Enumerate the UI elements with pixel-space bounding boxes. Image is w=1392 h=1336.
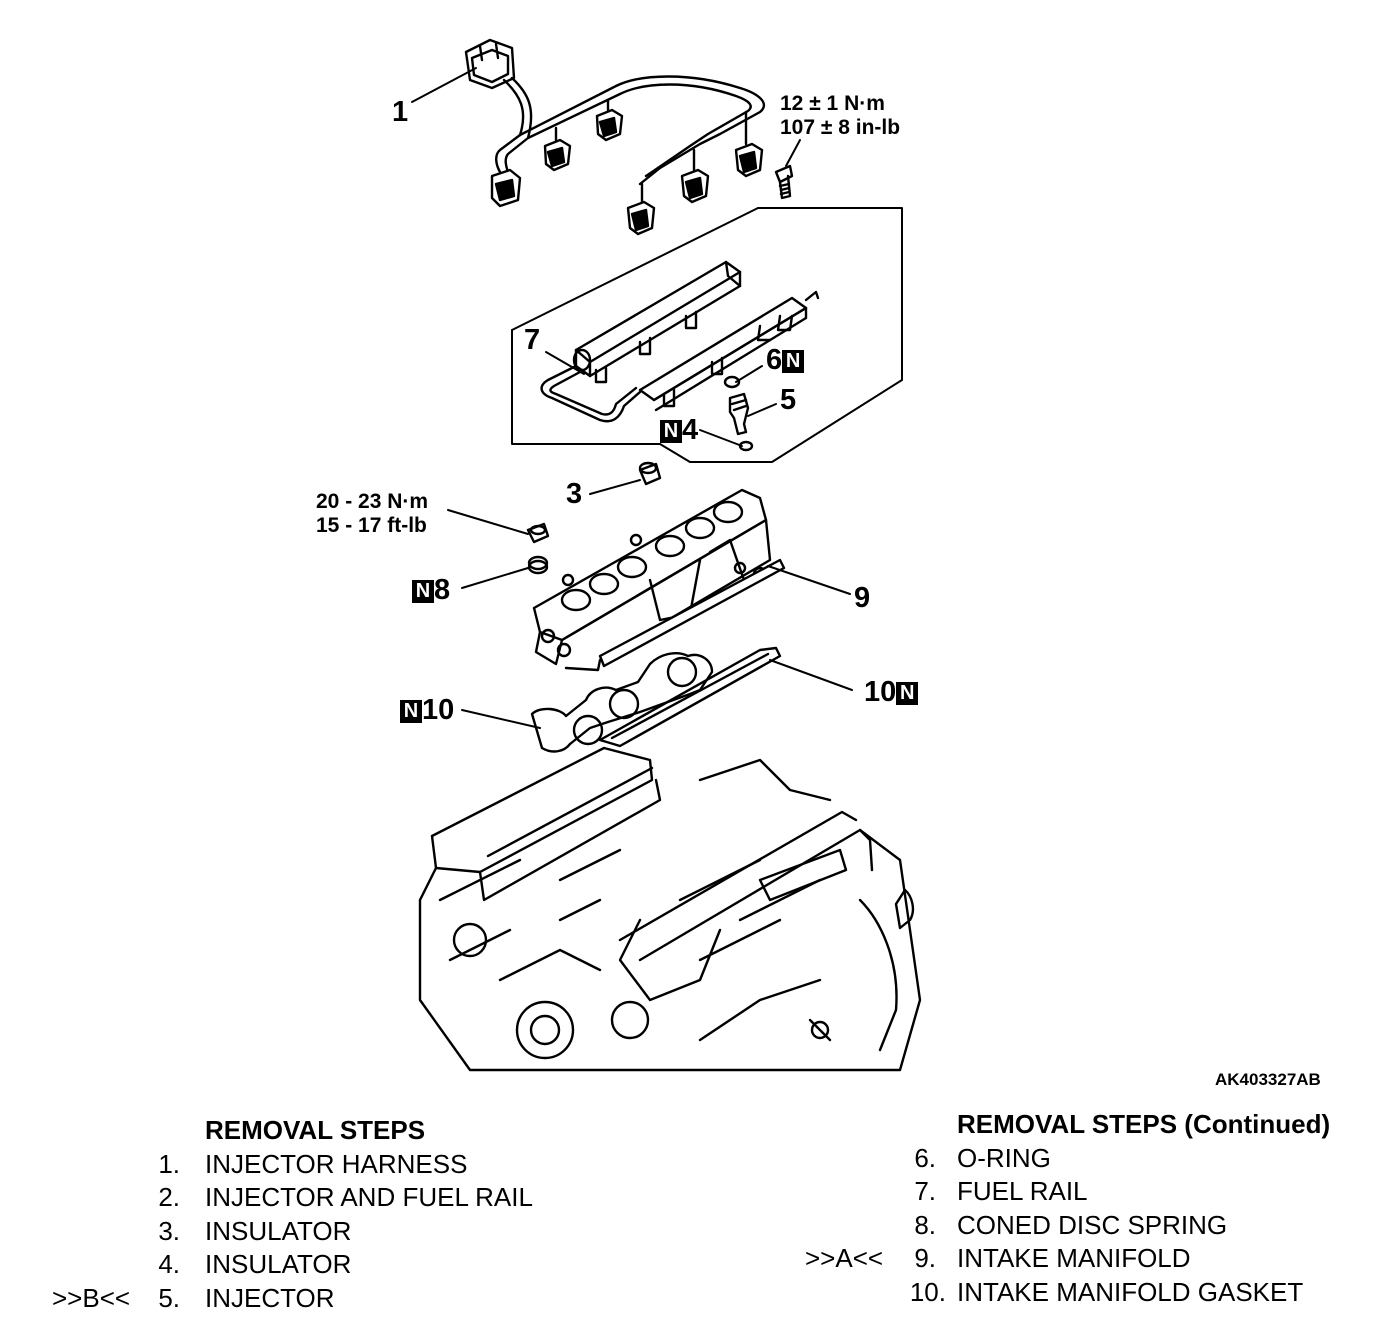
removal-steps-right: REMOVAL STEPS (Continued) 6. O-RING 7. FUE… <box>0 1108 1392 1309</box>
callout-3: 3 <box>566 478 583 510</box>
step-row: 8. CONED DISC SPRING <box>0 1209 1392 1243</box>
step-mark: >>A<< <box>805 1243 884 1273</box>
new-part-mark-10-right: N <box>896 682 919 705</box>
removal-steps-continued-heading: REMOVAL STEPS (Continued) <box>0 1108 1392 1142</box>
step-number: 5. <box>158 1282 180 1313</box>
step-text: INSULATOR <box>205 1249 352 1279</box>
step-row: 1. INJECTOR HARNESS <box>0 1148 700 1182</box>
heading-text: REMOVAL STEPS (Continued) <box>957 1109 1331 1139</box>
step-text: INJECTOR HARNESS <box>205 1148 468 1179</box>
step-row: 2. INJECTOR AND FUEL RAIL <box>0 1181 700 1215</box>
engine-block-drawing <box>418 746 922 1072</box>
step-text: INTAKE MANIFOLD GASKET <box>957 1276 1304 1307</box>
step-text: O-RING <box>957 1142 1051 1173</box>
step-row: 7. FUEL RAIL <box>0 1175 1392 1209</box>
intake-manifold-gasket-drawing <box>530 646 782 753</box>
step-text: INTAKE MANIFOLD <box>957 1243 1191 1273</box>
new-part-mark-8: N <box>412 580 434 603</box>
step-number: 3. <box>158 1215 180 1246</box>
figure-id: AK403327AB <box>1215 1070 1321 1089</box>
callout-5: 5 <box>780 384 797 416</box>
new-part-mark-10-left: N <box>400 700 422 723</box>
callout-10-right-number: 10 <box>864 676 897 708</box>
new-part-mark-6: N <box>782 350 805 373</box>
exploded-diagram <box>411 38 922 1072</box>
step-row: 4. INSULATOR <box>0 1248 700 1282</box>
step-number: 8. <box>914 1209 936 1240</box>
manifold-nut-drawing <box>526 522 550 544</box>
step-text: FUEL RAIL <box>957 1176 1088 1206</box>
step-row: >>A<< 9. INTAKE MANIFOLD <box>0 1242 1392 1276</box>
nut-torque-spec: 20 - 23 N·m 15 - 17 ft-lb <box>316 490 428 538</box>
bolt-torque-spec: 12 ± 1 N·m 107 ± 8 in-lb <box>780 92 900 140</box>
callout-6-number: 6 <box>766 344 783 376</box>
fuel-rail-drawing <box>540 260 820 423</box>
new-part-mark-4: N <box>660 420 682 443</box>
removal-steps-left: REMOVAL STEPS 1. INJECTOR HARNESS 2. INJEC… <box>0 1114 700 1315</box>
callout-9: 9 <box>854 582 871 614</box>
step-number: 9. <box>914 1243 936 1273</box>
nut-torque-nm: 20 - 23 N·m <box>316 490 429 513</box>
nut-torque-ftlb: 15 - 17 ft-lb <box>316 514 427 537</box>
step-text: CONED DISC SPRING <box>957 1209 1228 1240</box>
removal-steps-heading: REMOVAL STEPS <box>0 1114 700 1148</box>
step-mark: >>B<< <box>52 1282 131 1313</box>
bolt-torque-nm: 12 ± 1 N·m <box>780 92 885 115</box>
step-number: 6. <box>914 1142 936 1173</box>
step-row: 6. O-RING <box>0 1142 1392 1176</box>
step-number: 10. <box>909 1276 946 1307</box>
injector-harness-drawing <box>464 38 766 236</box>
bolt-torque-inlb: 107 ± 8 in-lb <box>780 116 901 139</box>
step-text: INJECTOR AND FUEL RAIL <box>205 1182 533 1212</box>
step-number: 1. <box>158 1148 180 1179</box>
coned-disc-spring-drawing <box>527 555 549 575</box>
o-ring-drawing <box>723 375 741 389</box>
injector-drawing <box>728 392 750 436</box>
insulator-3-drawing <box>638 461 662 486</box>
step-text: INSULATOR <box>205 1215 352 1246</box>
intake-manifold-drawing <box>532 488 786 672</box>
callout-4-number: 4 <box>682 414 699 446</box>
callout-7: 7 <box>524 324 541 356</box>
step-row: 10. INTAKE MANIFOLD GASKET <box>0 1276 1392 1310</box>
callout-1: 1 <box>392 96 409 128</box>
callout-8-number: 8 <box>434 574 451 606</box>
step-text: INJECTOR <box>205 1282 335 1313</box>
step-number: 2. <box>158 1182 180 1212</box>
step-number: 7. <box>914 1176 936 1206</box>
step-number: 4. <box>158 1249 180 1279</box>
callout-10-left-number: 10 <box>422 694 455 726</box>
step-row: >>B<< 5. INJECTOR <box>0 1282 700 1316</box>
harness-bolt-drawing <box>774 164 794 200</box>
heading-text: REMOVAL STEPS <box>205 1115 426 1145</box>
step-row: 3. INSULATOR <box>0 1215 700 1249</box>
